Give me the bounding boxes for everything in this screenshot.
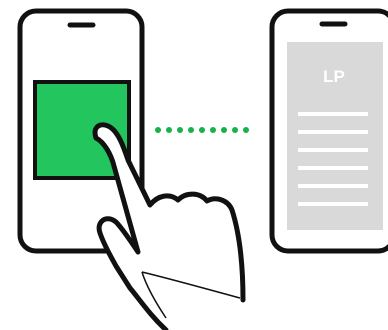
- connector-dot: [177, 127, 183, 133]
- landing-page-label: LP: [323, 67, 345, 86]
- connector-dot: [188, 127, 194, 133]
- tapping-hand-icon: [95, 125, 243, 330]
- dotted-connector-icon: [155, 127, 249, 133]
- connector-dot: [199, 127, 205, 133]
- connector-dot: [210, 127, 216, 133]
- connector-dot: [155, 127, 161, 133]
- connector-dot: [232, 127, 238, 133]
- right-phone: LP: [272, 11, 388, 251]
- left-phone: [20, 11, 142, 251]
- hand-outline: [95, 125, 243, 330]
- connector-dot: [221, 127, 227, 133]
- connector-dot: [243, 127, 249, 133]
- connector-dot: [166, 127, 172, 133]
